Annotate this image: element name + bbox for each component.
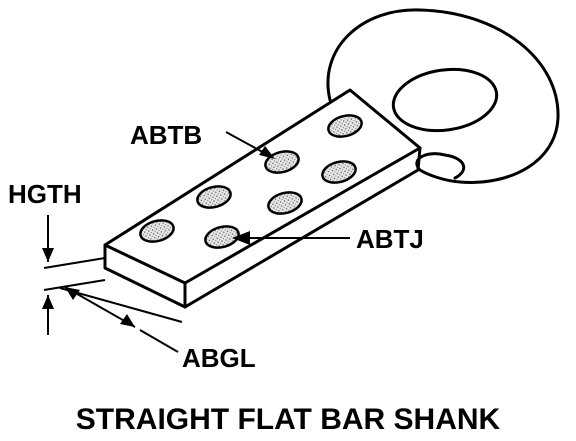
hole bbox=[196, 185, 232, 209]
abgl-dimension: ABGL bbox=[59, 286, 256, 373]
hole bbox=[264, 150, 300, 174]
hgth-label: HGTH bbox=[8, 179, 82, 209]
arrowhead bbox=[120, 314, 135, 327]
arrowhead bbox=[42, 295, 54, 309]
abtj-callout: ABTJ bbox=[232, 224, 424, 254]
hole bbox=[327, 114, 363, 138]
hgth-dimension: HGTH bbox=[8, 179, 106, 335]
ring-hole bbox=[391, 67, 499, 133]
arrowhead bbox=[232, 231, 250, 245]
hole bbox=[139, 219, 175, 243]
hole bbox=[204, 225, 240, 249]
diagram-title: STRAIGHT FLAT BAR SHANK bbox=[76, 403, 501, 436]
abtb-callout: ABTB bbox=[130, 120, 275, 159]
ring-terminal bbox=[326, 8, 560, 184]
arrowhead bbox=[65, 287, 80, 300]
abtb-label: ABTB bbox=[130, 120, 202, 150]
abgl-label: ABGL bbox=[182, 343, 256, 373]
arrowhead bbox=[42, 248, 54, 262]
hole bbox=[267, 191, 303, 215]
hole bbox=[321, 160, 357, 184]
bar-shank bbox=[103, 88, 422, 309]
bar-holes bbox=[139, 114, 363, 249]
abtj-label: ABTJ bbox=[356, 224, 424, 254]
arrowhead bbox=[259, 146, 275, 159]
